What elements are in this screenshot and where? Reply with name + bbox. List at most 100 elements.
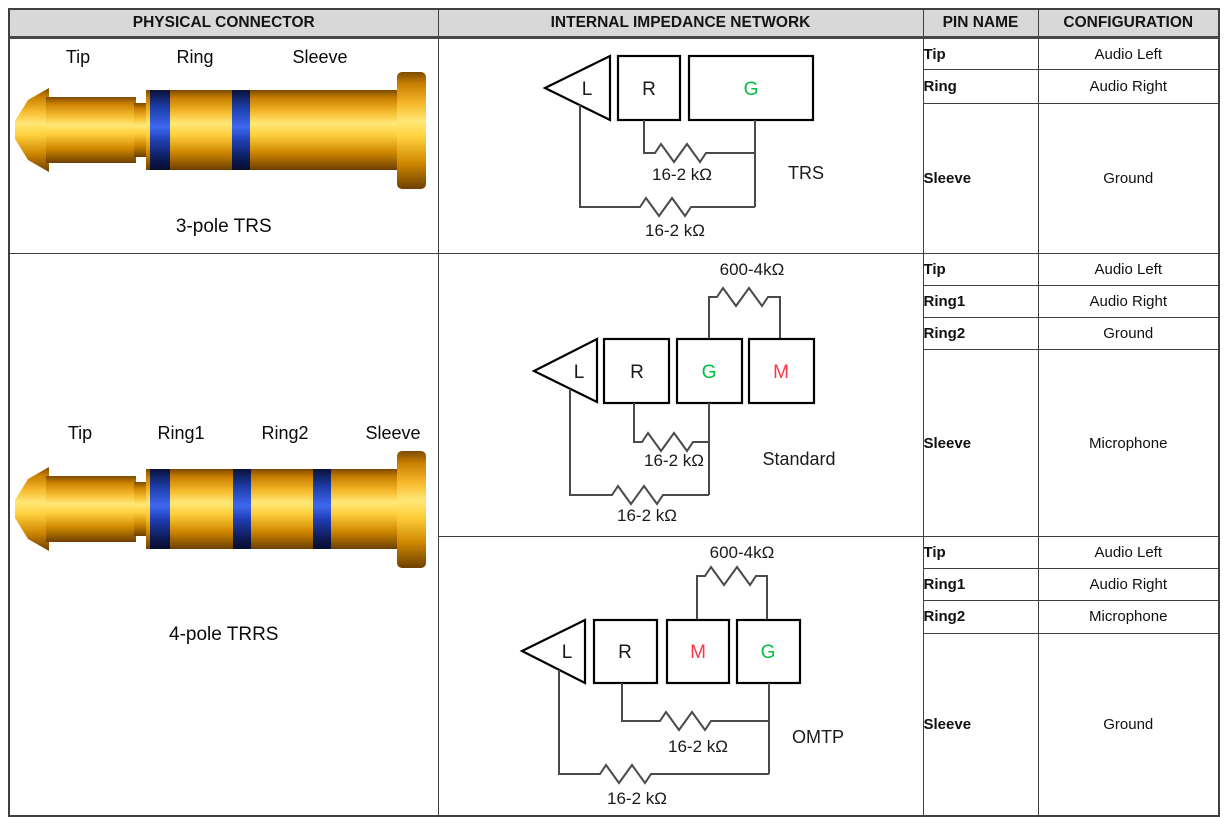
trs-row-sleeve: Sleeve Ground xyxy=(9,102,1220,255)
pin-name: Ring1 xyxy=(922,285,1039,319)
trrs-barrel xyxy=(146,469,399,549)
header-physical-connector: PHYSICAL CONNECTOR xyxy=(8,8,439,39)
resistor-value: 600-4kΩ xyxy=(709,543,774,562)
header-configuration: CONFIGURATION xyxy=(1037,8,1220,39)
resistor-value: 16-2 kΩ xyxy=(644,451,704,470)
pin-config: Audio Left xyxy=(1037,36,1220,71)
resistor-value: 600-4kΩ xyxy=(719,260,784,279)
trrs-omtp-row-ring1: Ring1 Audio Right xyxy=(9,568,1220,602)
resistor-icon xyxy=(707,286,781,340)
pin-config: Microphone xyxy=(1037,600,1220,634)
trs-tip-segment xyxy=(46,97,136,163)
right-label: R xyxy=(642,79,656,100)
trrs-ring1-label: Ring1 xyxy=(157,423,205,443)
amp-label: L xyxy=(573,362,584,383)
standard-network-cell: 600-4kΩ L R G M 16-2 kΩ 16-2 kΩ Standard xyxy=(437,253,924,537)
trs-barrel xyxy=(146,90,399,170)
network-type-label: TRS xyxy=(788,163,824,183)
pin-config: Microphone xyxy=(1037,349,1220,537)
ground-box xyxy=(687,54,814,122)
pin-name: Tip xyxy=(922,252,1039,287)
trs-network-diagram: L R G 16-2 kΩ 16-2 kΩ TRS xyxy=(542,54,824,240)
resistor-icon xyxy=(620,683,769,732)
trrs-caption: 4-pole TRRS xyxy=(169,624,279,645)
right-channel-box xyxy=(616,54,681,122)
amplifier-icon xyxy=(531,337,598,404)
resistor-value: 16-2 kΩ xyxy=(617,506,677,525)
trs-insulator-band-1 xyxy=(150,90,170,170)
pin-config: Audio Right xyxy=(1037,69,1220,104)
mic-box xyxy=(665,618,730,685)
resistor-icon xyxy=(632,403,709,453)
header-internal-impedance-network: INTERNAL IMPEDANCE NETWORK xyxy=(437,8,924,39)
trs-ring-label: Ring xyxy=(176,47,214,67)
trs-tip-cone xyxy=(15,88,49,172)
ground-label: G xyxy=(701,362,716,383)
pin-name: Ring2 xyxy=(922,600,1039,634)
resistor-icon xyxy=(578,105,755,218)
trrs-omtp-row-sleeve: Sleeve Ground xyxy=(9,632,1220,817)
trs-row-ring: Ring Audio Right xyxy=(9,69,1220,104)
pin-config: Audio Right xyxy=(1037,285,1220,319)
pin-name: Ring2 xyxy=(922,317,1039,351)
resistor-icon xyxy=(695,565,768,621)
pin-name: Ring xyxy=(922,69,1039,104)
trrs-flange xyxy=(397,451,426,568)
trrs-sleeve-label: Sleeve xyxy=(365,423,421,443)
trrs-standard-row-sleeve: Sleeve Microphone xyxy=(9,349,1220,537)
trs-insulator-band-2 xyxy=(232,90,250,170)
pin-config: Audio Left xyxy=(1037,252,1220,287)
trrs-connector-cell: Tip Ring1 Ring2 Sleeve xyxy=(8,253,439,817)
trs-plug-image xyxy=(15,72,426,189)
trrs-tip-cone xyxy=(15,467,49,551)
trrs-standard-row-ring2: Ring2 Ground xyxy=(9,317,1220,351)
trrs-plug-image xyxy=(15,451,426,568)
trrs-ring2-label: Ring2 xyxy=(261,423,309,443)
pin-name: Ring1 xyxy=(922,568,1039,602)
pin-config: Ground xyxy=(1037,632,1220,817)
trs-row-tip: Tip Ring Sleeve xyxy=(8,36,1220,254)
pin-config: Ground xyxy=(1037,317,1220,351)
pin-config: Audio Right xyxy=(1037,568,1220,602)
resistor-value: 16-2 kΩ xyxy=(652,165,712,184)
right-channel-box xyxy=(602,337,670,405)
resistor-icon xyxy=(642,120,755,164)
resistor-value: 16-2 kΩ xyxy=(645,221,705,240)
ground-label: G xyxy=(743,79,758,100)
trrs-insulator-band-3 xyxy=(313,469,331,549)
trs-flange xyxy=(397,72,426,189)
trs-sleeve-label: Sleeve xyxy=(292,47,348,67)
pin-name: Tip xyxy=(922,535,1039,570)
trs-connector-cell: Tip Ring Sleeve xyxy=(8,37,439,254)
network-type-label: OMTP xyxy=(792,727,844,747)
pin-name: Sleeve xyxy=(922,632,1039,817)
trrs-insulator-band-1 xyxy=(150,469,170,549)
right-channel-box xyxy=(592,618,658,685)
trs-caption: 3-pole TRS xyxy=(175,216,272,237)
pin-config: Audio Left xyxy=(1037,535,1220,570)
trrs-insulator-band-2 xyxy=(233,469,251,549)
right-label: R xyxy=(618,642,632,663)
header-pin-name: PIN NAME xyxy=(922,8,1039,39)
ground-label: G xyxy=(760,642,775,663)
amp-label: L xyxy=(581,79,592,100)
amp-label: L xyxy=(561,642,572,663)
mic-label: M xyxy=(773,362,789,383)
resistor-icon xyxy=(568,389,709,506)
amplifier-icon xyxy=(542,54,611,122)
trrs-standard-row-ring1: Ring1 Audio Right xyxy=(9,285,1220,319)
mic-label: M xyxy=(690,642,706,663)
ground-box xyxy=(735,618,801,685)
connector-table: PHYSICAL CONNECTOR INTERNAL IMPEDANCE NE… xyxy=(8,8,1220,817)
pin-name: Tip xyxy=(922,36,1039,71)
resistor-value: 16-2 kΩ xyxy=(668,737,728,756)
pin-name: Sleeve xyxy=(922,102,1039,255)
amplifier-icon xyxy=(519,618,586,685)
pin-name: Sleeve xyxy=(922,349,1039,537)
trrs-omtp-row-ring2: Ring2 Microphone xyxy=(9,600,1220,634)
trs-tip-label: Tip xyxy=(65,47,91,67)
table-header-row: PHYSICAL CONNECTOR INTERNAL IMPEDANCE NE… xyxy=(8,8,1220,39)
resistor-value: 16-2 kΩ xyxy=(607,789,667,808)
trs-network-cell: L R G 16-2 kΩ 16-2 kΩ TRS xyxy=(437,37,924,254)
